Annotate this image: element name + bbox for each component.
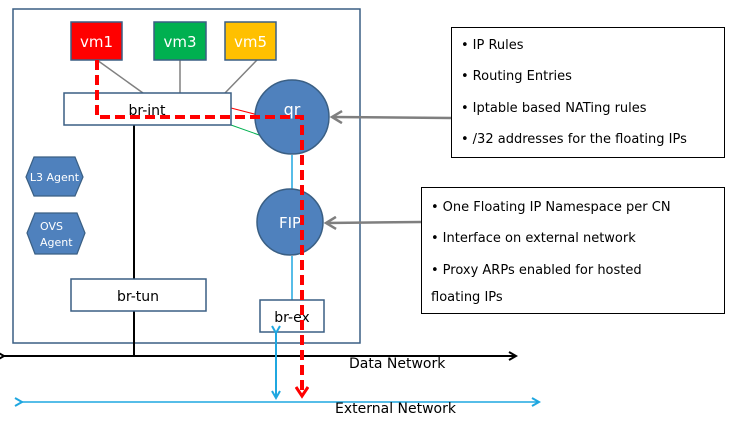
qr-notes-callout: •IP Rules •Routing Entries •Iptable base… <box>451 27 725 158</box>
fip-notes-callout: •One Floating IP Namespace per CN •Inter… <box>421 187 725 314</box>
vm3-label: vm3 <box>163 33 196 51</box>
br-tun-box[interactable] <box>70 278 207 312</box>
l3-agent-label: L3 Agent <box>30 171 80 184</box>
floating-ip-traffic-path <box>95 60 302 396</box>
data-network-label: Data Network <box>349 356 446 372</box>
br-ex-box[interactable] <box>259 299 325 333</box>
callout-arrow-fip <box>326 222 422 223</box>
qr-note-item: •IP Rules <box>461 38 524 53</box>
ovs-agent-label-line1: OVS <box>40 220 63 233</box>
fip-note-item: floating IPs <box>431 290 503 305</box>
qr-label: qr <box>284 100 301 119</box>
vm1-label: vm1 <box>80 33 113 51</box>
br-ex-label: br-ex <box>274 310 309 326</box>
ovs-agent-label-line2: Agent <box>40 236 73 249</box>
link-vm5-br-int <box>224 59 258 94</box>
br-tun-label: br-tun <box>117 289 159 305</box>
qr-note-item: •/32 addresses for the floating IPs <box>461 132 687 147</box>
qr-note-item: •Routing Entries <box>461 69 572 84</box>
br-int-box[interactable] <box>63 92 232 126</box>
link-br-int-qr-green <box>230 124 263 137</box>
fip-label: FIP <box>279 214 301 232</box>
l3-agent-hexagon[interactable] <box>25 156 84 197</box>
ovs-agent-hexagon[interactable] <box>26 212 86 255</box>
vm5-label: vm5 <box>234 33 267 51</box>
fip-namespace[interactable] <box>256 188 324 256</box>
vm5-box[interactable] <box>224 21 277 61</box>
fip-note-item: •One Floating IP Namespace per CN <box>431 200 671 215</box>
vm3-box[interactable] <box>153 21 207 61</box>
external-network-label: External Network <box>335 401 456 417</box>
fip-note-item: •Interface on external network <box>431 231 636 246</box>
callout-arrow-qr <box>332 117 452 118</box>
fip-note-item: •Proxy ARPs enabled for hosted <box>431 263 642 278</box>
qr-note-item: •Iptable based NATing rules <box>461 101 647 116</box>
link-vm1-br-int <box>96 59 144 94</box>
